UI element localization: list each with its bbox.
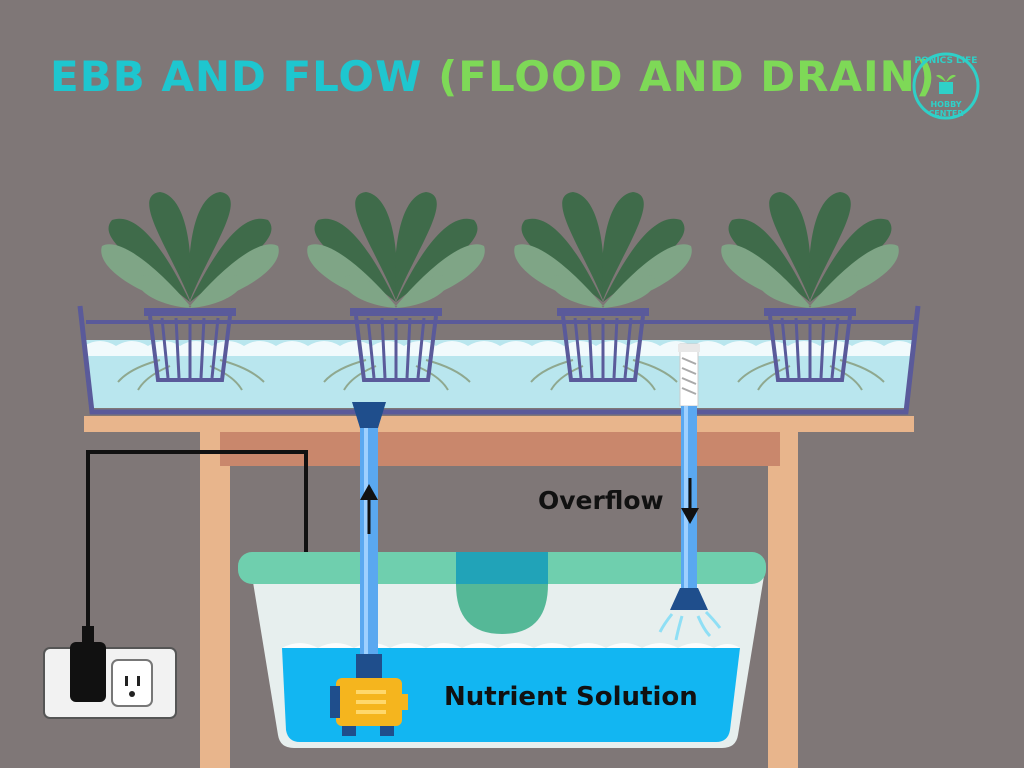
flow-down-arrow-icon <box>681 478 699 524</box>
nutrient-solution-label: Nutrient Solution <box>444 682 698 712</box>
title-part-2: (FLOOD AND DRAIN) <box>438 52 936 101</box>
diagram-title: EBB AND FLOW (FLOOD AND DRAIN) <box>50 52 936 101</box>
inlet-pipe <box>352 402 386 656</box>
grow-tray <box>77 305 921 415</box>
plants <box>101 192 899 391</box>
table-leg-left <box>200 430 230 768</box>
water-splash-icon <box>658 610 722 641</box>
logo-bottom-text: HOBBY CENTER <box>928 100 964 118</box>
ponics-life-logo-icon <box>912 52 980 120</box>
wall-outlet-icon <box>43 647 177 719</box>
flow-up-arrow-icon <box>360 484 378 534</box>
plant-2 <box>307 192 485 391</box>
table-top <box>84 416 914 432</box>
plant-4 <box>721 192 899 391</box>
plant-3 <box>514 192 692 391</box>
logo-top-text: PONICS LIFE <box>914 56 978 66</box>
power-plug-icon <box>70 626 106 702</box>
overflow-label: Overflow <box>538 486 664 515</box>
title-part-1: EBB AND FLOW <box>50 52 423 101</box>
water-pump-icon <box>330 654 408 736</box>
plant-1 <box>101 192 279 391</box>
table-leg-right <box>768 430 798 768</box>
